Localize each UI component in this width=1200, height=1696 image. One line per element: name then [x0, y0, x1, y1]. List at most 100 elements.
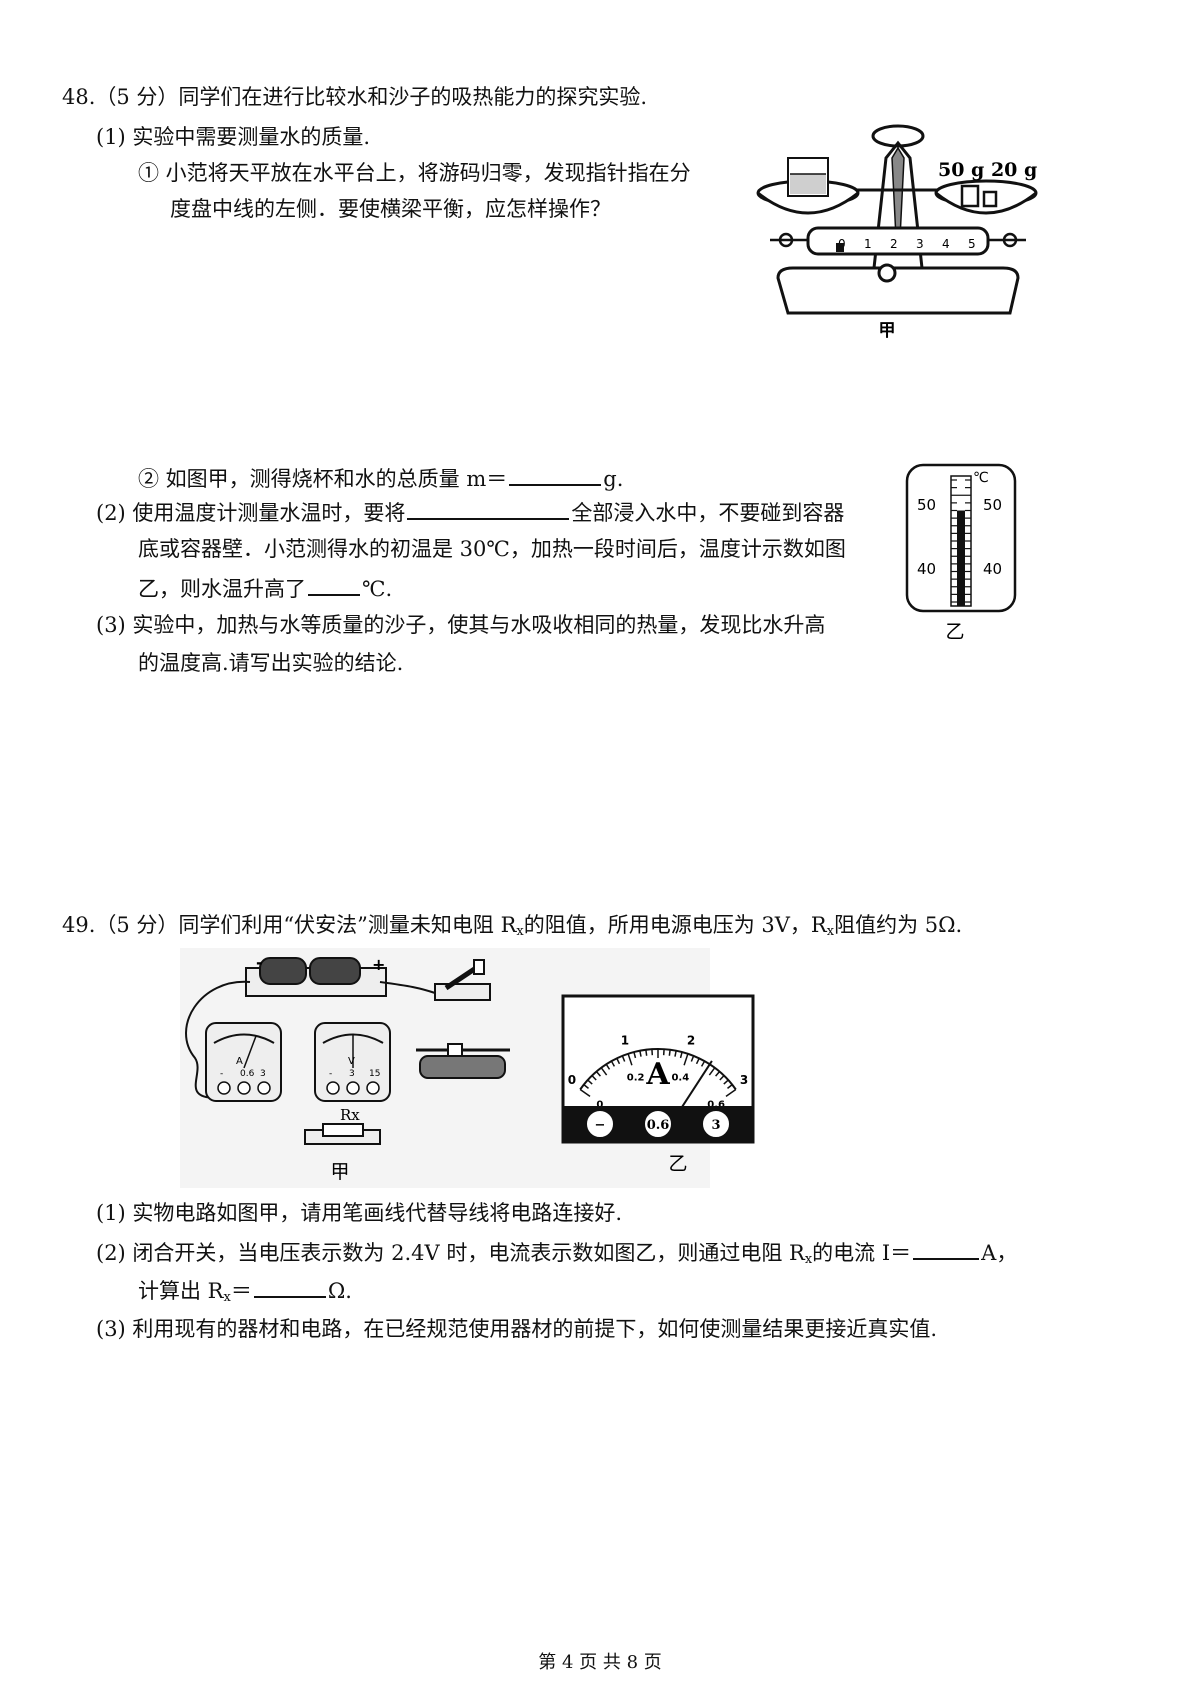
meter-terminal[interactable] — [237, 1081, 251, 1095]
dial-tick — [587, 1079, 593, 1085]
dial-tick — [690, 1055, 695, 1062]
weight-20g — [982, 190, 998, 208]
dial-tick — [583, 1084, 589, 1089]
balance-top-hook — [871, 124, 925, 148]
dial-tick — [695, 1058, 700, 1065]
thermometer-caption: 乙 — [945, 621, 964, 642]
meter-terminal-label: 15 — [369, 1069, 380, 1079]
beam-scale-number: 1 — [864, 237, 872, 251]
thermometer-part-blank[interactable] — [407, 496, 570, 520]
resistance-answer-blank[interactable] — [253, 1274, 326, 1298]
balance-base — [776, 266, 1020, 315]
dial-top-label: 1 — [621, 1033, 629, 1047]
ammeter-letter: A — [236, 1056, 243, 1067]
beam-scale-number: 5 — [968, 237, 976, 251]
dial-tick — [674, 1050, 677, 1057]
meter-terminal-label: 0.6 — [240, 1069, 255, 1079]
dial-tick — [610, 1060, 616, 1067]
q49-part1: (1) 实物电路如图甲，请用笔画线代替导线将电路连接好. — [96, 1201, 623, 1225]
balance-pointer — [891, 146, 905, 239]
dial-bottom-label: 0 — [596, 1099, 603, 1110]
dial-tick — [668, 1049, 671, 1056]
tick-label-40-right: 40 — [983, 560, 1002, 578]
meter-terminal[interactable] — [346, 1081, 360, 1095]
dial-tick — [715, 1071, 721, 1077]
q49-part3: (3) 利用现有的器材和电路，在已经规范使用器材的前提下，如何使测量结果更接近真… — [96, 1317, 938, 1341]
tick-label-50-left: 50 — [917, 496, 936, 514]
q48-part1a-line1: ① 小范将天平放在水平台上，将游码归零，发现指针指在分 — [138, 161, 691, 185]
dial-bottom-label: 0.2 — [627, 1073, 645, 1084]
current-answer-blank[interactable] — [913, 1236, 980, 1260]
dial-terminal[interactable] — [643, 1109, 673, 1139]
dial-tick — [591, 1075, 597, 1081]
q49-part2-line1: (2) 闭合开关，当电压表示数为 2.4V 时，电流表示数如图乙，则通过电阻 R… — [96, 1236, 1017, 1275]
q48-part2-line3-prefix: 乙，则水温升高了 — [138, 577, 306, 601]
rheostat — [419, 1055, 506, 1079]
meter-terminal[interactable] — [217, 1081, 231, 1095]
meter-terminal-label: - — [220, 1069, 223, 1079]
dial-tick — [621, 1055, 626, 1062]
dial-tick — [595, 1071, 601, 1077]
q48-part2-line2: 底或容器壁．小范测得水的初温是 30℃，加热一段时间后，温度计示数如图 — [138, 537, 846, 561]
q48-part2-prefix: (2) 使用温度计测量水温时，要将 — [96, 501, 406, 525]
voltmeter-letter: V — [348, 1056, 355, 1067]
dial-bottom-label: 0.4 — [671, 1073, 689, 1084]
dial-tick — [683, 1053, 689, 1066]
dial-tick — [633, 1051, 637, 1059]
balance-caption: 甲 — [879, 321, 896, 341]
scale-knob — [877, 263, 897, 283]
q48-part3-line2: 的温度高.请写出实验的结论. — [138, 651, 404, 675]
battery-cell-2 — [309, 957, 361, 985]
q48-header: 48.（5 分）同学们在进行比较水和沙子的吸热能力的探究实验. — [62, 85, 648, 109]
tick-label-50-right: 50 — [983, 496, 1002, 514]
rider — [836, 243, 844, 252]
dial-tick — [616, 1058, 621, 1065]
dial-tick — [725, 1088, 737, 1098]
switch-knife — [444, 965, 478, 991]
q48-part2-line1: (2) 使用温度计测量水温时，要将全部浸入水中，不要碰到容器 — [96, 496, 844, 528]
q48-part2-line3-suffix: ℃. — [362, 577, 393, 601]
dial-top-label: 0 — [568, 1073, 576, 1087]
q49-header: 49.（5 分）同学们利用“伏安法”测量未知电阻 Rx的阻值，所用电源电压为 3… — [62, 913, 963, 939]
meter-terminal[interactable] — [257, 1081, 271, 1095]
switch-handle — [473, 959, 485, 975]
dial-terminal-label: − — [595, 1118, 606, 1133]
dial-terminal-label: 0.6 — [647, 1118, 670, 1133]
q49-part2-line2: 计算出 Rx＝Ω. — [138, 1274, 352, 1313]
dial-tick — [627, 1053, 633, 1066]
dial-top-label: 3 — [740, 1073, 748, 1087]
rheostat-slider — [447, 1043, 463, 1057]
q48-part1a-line2: 度盘中线的左侧．要使横梁平衡，应怎样操作？ — [170, 197, 611, 221]
dial-tick — [719, 1075, 725, 1081]
q48-part1b-prefix: ② 如图甲，测得烧杯和水的总质量 m＝ — [138, 467, 508, 491]
dial-tick — [727, 1084, 733, 1089]
meter-terminal[interactable] — [366, 1081, 380, 1095]
tick-label-40-left: 40 — [917, 560, 936, 578]
q48-part1: (1) 实验中需要测量水的质量. — [96, 125, 371, 149]
q48-part1b: ② 如图甲，测得烧杯和水的总质量 m＝ g. — [138, 462, 623, 494]
dial-tick — [579, 1088, 591, 1098]
dial-terminal[interactable] — [701, 1109, 731, 1139]
switch-base — [434, 983, 491, 1001]
ammeter-dial-letter: A — [645, 1057, 670, 1092]
thermometer-figure: ℃ 50 50 40 40 乙 — [905, 463, 1017, 642]
beam-scale-number: 4 — [942, 237, 950, 251]
resistor-rx — [322, 1123, 364, 1137]
beam-scale-number: 2 — [890, 237, 898, 251]
mass-answer-blank[interactable] — [509, 462, 602, 486]
circuit-caption: 甲 — [330, 1161, 349, 1183]
q48-part1b-suffix: g. — [603, 467, 624, 491]
q48-part2-line3: 乙，则水温升高了 ℃. — [138, 572, 392, 604]
dial-terminal[interactable] — [585, 1109, 615, 1139]
dial-top-label: 2 — [687, 1033, 695, 1047]
meter-terminal[interactable] — [326, 1081, 340, 1095]
battery-minus-label: - — [256, 953, 263, 972]
meter-terminal-label: 3 — [349, 1069, 355, 1079]
temperature-rise-blank[interactable] — [308, 572, 360, 596]
balance-beam — [806, 226, 990, 256]
resistor-label: Rx — [340, 1106, 360, 1124]
